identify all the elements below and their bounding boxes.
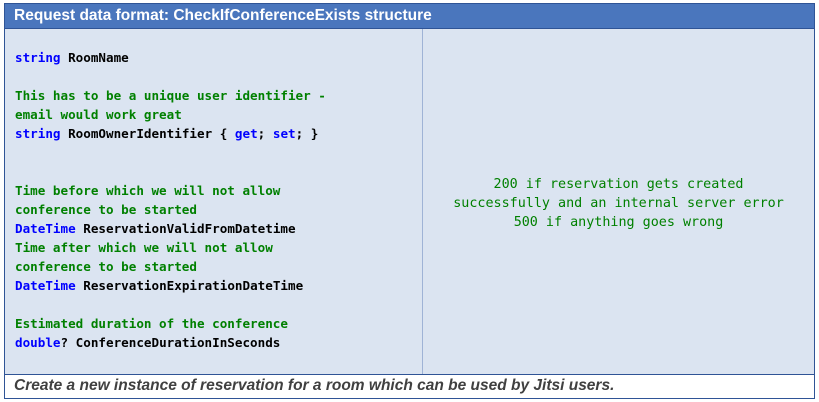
field-room-owner-identifier: string RoomOwnerIdentifier { get; set; } [15,124,318,143]
footer-description: Create a new instance of reservation for… [14,377,615,394]
field-name: RoomOwnerIdentifier { [68,126,228,141]
comment-line: conference to be started [15,259,197,274]
field-reservation-valid-from: DateTime ReservationValidFromDatetime [15,219,296,238]
accessor-separator: ; [257,126,266,141]
field-room-name: string RoomName [15,48,129,67]
response-line: 200 if reservation gets created [493,177,744,192]
response-cell: 200 if reservation gets created successf… [423,29,814,374]
response-line: successfully and an internal server erro… [453,196,784,211]
comment-line: email would work great [15,107,182,122]
field-name: ReservationExpirationDateTime [83,278,304,293]
type-keyword: string [15,126,61,141]
comment-line: Estimated duration of the conference [15,316,288,331]
comment-line: This has to be a unique user identifier … [15,88,326,103]
table-footer: Create a new instance of reservation for… [5,375,814,398]
type-keyword: string [15,50,61,65]
comment-line: conference to be started [15,202,197,217]
type-keyword: DateTime [15,221,76,236]
field-name: ReservationValidFromDatetime [83,221,296,236]
field-conference-duration: double? ConferenceDurationInSeconds [15,333,280,352]
field-reservation-expiration: DateTime ReservationExpirationDateTime [15,276,303,295]
field-name: ? ConferenceDurationInSeconds [60,335,281,350]
response-line: 500 if anything goes wrong [513,215,724,230]
type-keyword: DateTime [15,278,76,293]
comment-line: Time after which we will not allow [15,240,273,255]
field-name: RoomName [68,50,129,65]
table-header: Request data format: CheckIfConferenceEx… [5,4,814,29]
accessor-get: get [234,126,258,141]
comment-line: Time before which we will not allow [15,183,281,198]
accessor-closing: ; } [295,126,319,141]
type-keyword: double [15,335,61,350]
accessor-set: set [272,126,296,141]
structure-table: Request data format: CheckIfConferenceEx… [4,3,815,399]
table-body-row: string RoomName This has to be a unique … [5,29,814,375]
table-title: Request data format: CheckIfConferenceEx… [14,7,432,24]
request-fields-cell: string RoomName This has to be a unique … [5,29,423,374]
response-description: 200 if reservation gets created successf… [423,175,814,232]
